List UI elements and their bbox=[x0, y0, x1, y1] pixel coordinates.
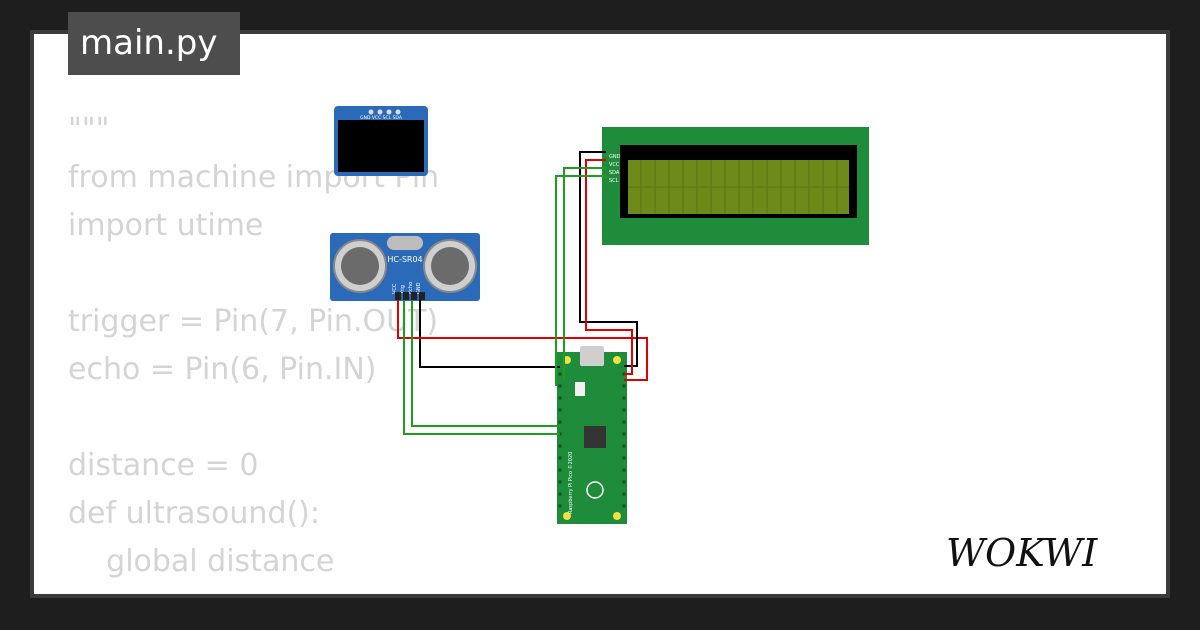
file-tab[interactable]: main.py bbox=[68, 12, 240, 75]
raspberry-pi-pico[interactable]: Raspberry Pi Pico ©2020 bbox=[557, 346, 627, 524]
code-line: import utime bbox=[68, 208, 264, 243]
oled-display[interactable]: GND VCC SCL SDA bbox=[334, 106, 428, 176]
code-line: def ultrasound(): bbox=[68, 496, 320, 531]
wokwi-logo: WOKWI bbox=[946, 532, 1098, 575]
oled-pin-labels: GND VCC SCL SDA bbox=[360, 115, 403, 121]
code-line: global distance bbox=[68, 544, 335, 579]
lcd-display[interactable]: GND VCC SDA SCL bbox=[602, 127, 869, 245]
code-line: distance = 0 bbox=[68, 448, 259, 483]
pico-board-label: Raspberry Pi Pico ©2020 bbox=[567, 452, 574, 514]
sensor-pin-label: VCC bbox=[392, 283, 398, 294]
code-line: """ bbox=[68, 112, 110, 147]
sensor-pin-label: Echo bbox=[408, 282, 414, 294]
lcd-pin-label: GND bbox=[609, 154, 621, 160]
raspberry-icon bbox=[586, 481, 604, 499]
code-line: echo = Pin(6, Pin.IN) bbox=[68, 352, 377, 387]
wokwi-logo-text: WOKWI bbox=[946, 532, 1098, 575]
circuit-diagram: GND VCC SCL SDA HC-SR04 VCC Trig Echo GN… bbox=[330, 106, 869, 524]
ultrasonic-sensor[interactable]: HC-SR04 VCC Trig Echo GND bbox=[330, 233, 480, 301]
simulation-canvas: """ from machine import Pin import utime… bbox=[34, 34, 1166, 594]
lcd-pin-label: SCL bbox=[609, 178, 619, 184]
sensor-pin-label: Trig bbox=[400, 285, 406, 295]
code-line: trigger.low() bbox=[68, 586, 439, 594]
sensor-model-label: HC-SR04 bbox=[387, 255, 422, 264]
lcd-pin-label: VCC bbox=[609, 162, 620, 168]
wires bbox=[397, 151, 648, 435]
sensor-pin-label: GND bbox=[416, 282, 422, 294]
code-line: trigger = Pin(7, Pin.OUT) bbox=[68, 304, 439, 339]
file-tab-label: main.py bbox=[80, 23, 218, 63]
lcd-pin-label: SDA bbox=[609, 170, 620, 176]
